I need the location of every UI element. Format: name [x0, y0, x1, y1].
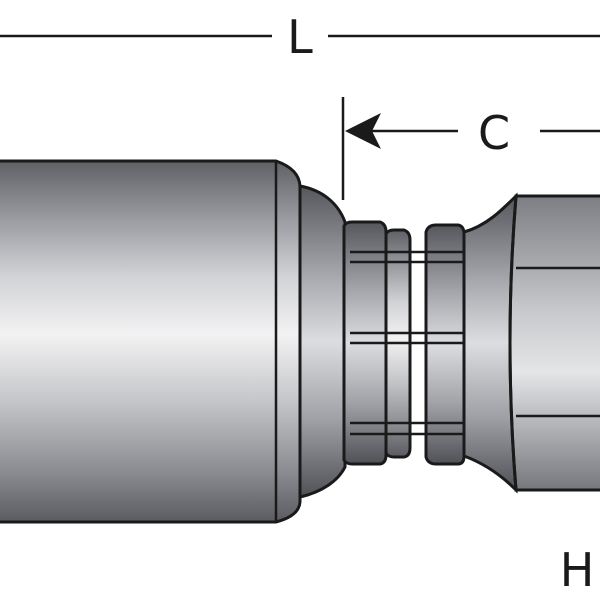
fitting-neck [298, 184, 347, 499]
hex-nut [462, 192, 600, 494]
hex-nut-edge [508, 195, 518, 491]
hex-dimension-label: H [560, 543, 595, 597]
cutoff-arrow-head [345, 113, 381, 149]
cutoff-dimension-label: C [478, 106, 510, 160]
length-dimension-label: L [287, 10, 313, 64]
hex-nut-chamfer [462, 192, 518, 494]
length-dimension: L [0, 10, 600, 64]
ferrule-body [0, 159, 302, 524]
swivel-collar [342, 220, 466, 466]
cutoff-dimension: C [341, 97, 600, 200]
ferrule [0, 159, 302, 524]
hex-nut-body [508, 194, 600, 492]
